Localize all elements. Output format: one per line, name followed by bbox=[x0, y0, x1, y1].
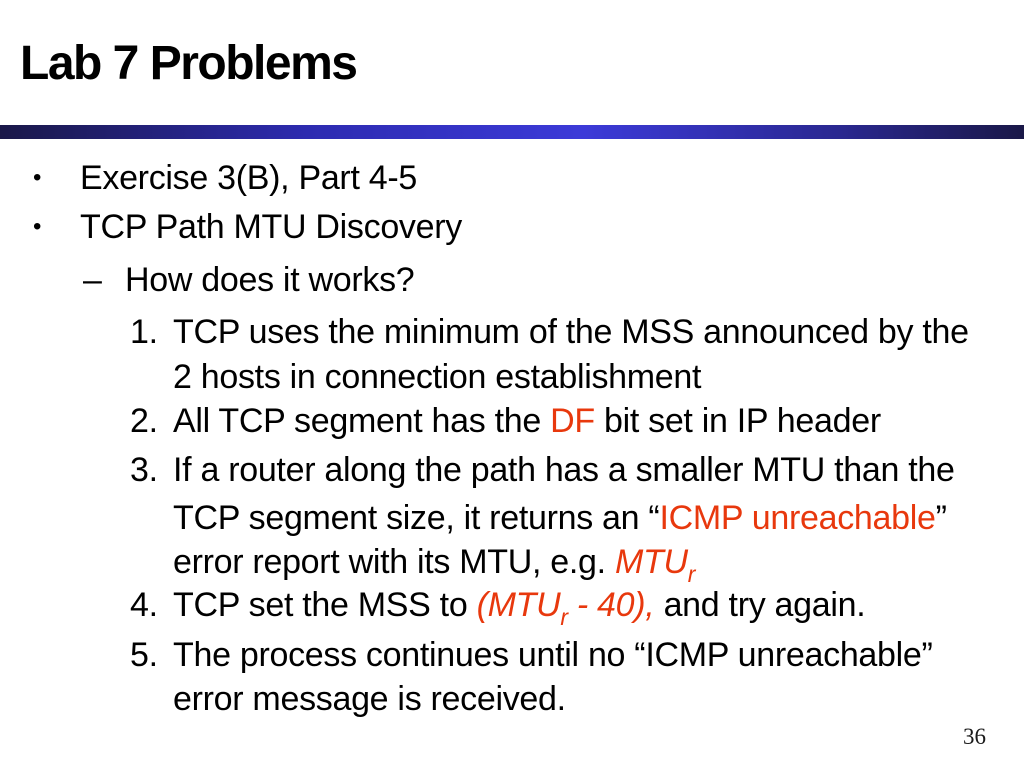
numbered-item-1-continuation: 2 hosts in connection establishment bbox=[0, 353, 1024, 401]
numbered-item-5-continuation: error message is received. bbox=[0, 675, 1024, 723]
line-text: 2 hosts in connection establishment bbox=[173, 353, 701, 401]
highlighted-text-segment: r bbox=[560, 604, 568, 630]
text-segment: error report with its MTU, e.g. bbox=[173, 543, 615, 581]
line-text: Exercise 3(B), Part 4-5 bbox=[80, 154, 417, 202]
numbered-item-3: 3. If a router along the path has a small… bbox=[0, 446, 1024, 494]
line-text: TCP Path MTU Discovery bbox=[80, 203, 462, 251]
numbered-item-4: 4. TCP set the MSS to (MTUr - 40), and tr… bbox=[0, 581, 1024, 630]
page-number: 36 bbox=[963, 724, 986, 749]
text-segment: 2 hosts in connection establishment bbox=[173, 358, 702, 396]
bullet-item-tcp-pmtu: • TCP Path MTU Discovery bbox=[0, 203, 1024, 251]
text-segment: TCP set the MSS to bbox=[173, 586, 477, 624]
highlighted-text-segment: DF bbox=[550, 402, 595, 440]
bullet-item-exercise: • Exercise 3(B), Part 4-5 bbox=[0, 154, 1024, 202]
line-text: error message is received. bbox=[173, 675, 566, 723]
title-divider-bar bbox=[0, 125, 1024, 139]
number-marker: 5. bbox=[130, 636, 158, 674]
line-text: TCP uses the minimum of the MSS announce… bbox=[173, 308, 969, 356]
number-marker: 1. bbox=[130, 313, 158, 351]
text-segment: TCP Path MTU Discovery bbox=[80, 208, 462, 246]
line-text: All TCP segment has the DF bit set in IP… bbox=[173, 397, 881, 445]
line-text: TCP segment size, it returns an “ICMP un… bbox=[173, 494, 947, 542]
bullet-marker: • bbox=[33, 164, 42, 191]
text-segment: The process continues until no “ICMP unr… bbox=[173, 636, 933, 674]
dash-marker: – bbox=[83, 261, 102, 299]
numbered-item-3-continuation-2: error report with its MTU, e.g. MTUr bbox=[0, 538, 1024, 587]
text-segment: All TCP segment has the bbox=[173, 402, 551, 440]
numbered-item-1: 1. TCP uses the minimum of the MSS announ… bbox=[0, 308, 1024, 356]
number-marker: 4. bbox=[130, 586, 158, 624]
numbered-item-5: 5. The process continues until no “ICMP u… bbox=[0, 631, 1024, 679]
line-text: How does it works? bbox=[125, 256, 415, 304]
text-segment: error message is received. bbox=[173, 680, 566, 718]
bullet-marker: • bbox=[33, 213, 42, 240]
line-text: The process continues until no “ICMP unr… bbox=[173, 631, 933, 679]
text-segment: ” bbox=[935, 499, 947, 537]
highlighted-text-segment: (MTU bbox=[476, 586, 561, 624]
dash-item-how: –How does it works? bbox=[0, 256, 1024, 304]
highlighted-text-segment: r bbox=[687, 561, 696, 587]
line-text: If a router along the path has a smaller… bbox=[173, 446, 955, 494]
text-segment: How does it works? bbox=[125, 261, 415, 299]
line-text: TCP set the MSS to (MTUr - 40), and try … bbox=[173, 581, 866, 641]
text-segment: and try again. bbox=[654, 586, 866, 624]
number-marker: 2. bbox=[130, 402, 158, 440]
text-segment: bit set in IP header bbox=[594, 402, 881, 440]
highlighted-text-segment: - 40), bbox=[567, 586, 655, 624]
highlighted-text-segment: ICMP unreachable bbox=[659, 499, 936, 537]
numbered-item-2: 2. All TCP segment has the DF bit set in … bbox=[0, 397, 1024, 445]
line-text: error report with its MTU, e.g. MTUr bbox=[173, 538, 695, 598]
numbered-item-3-continuation-1: TCP segment size, it returns an “ICMP un… bbox=[0, 494, 1024, 542]
text-segment: TCP uses the minimum of the MSS announce… bbox=[173, 313, 969, 351]
number-marker: 3. bbox=[130, 451, 158, 489]
highlighted-text-segment: MTU bbox=[614, 543, 688, 581]
text-segment: If a router along the path has a smaller… bbox=[173, 451, 955, 489]
text-segment: Exercise 3(B), Part 4-5 bbox=[80, 159, 417, 197]
text-segment: TCP segment size, it returns an “ bbox=[173, 499, 660, 537]
slide-title: Lab 7 Problems bbox=[20, 37, 358, 90]
